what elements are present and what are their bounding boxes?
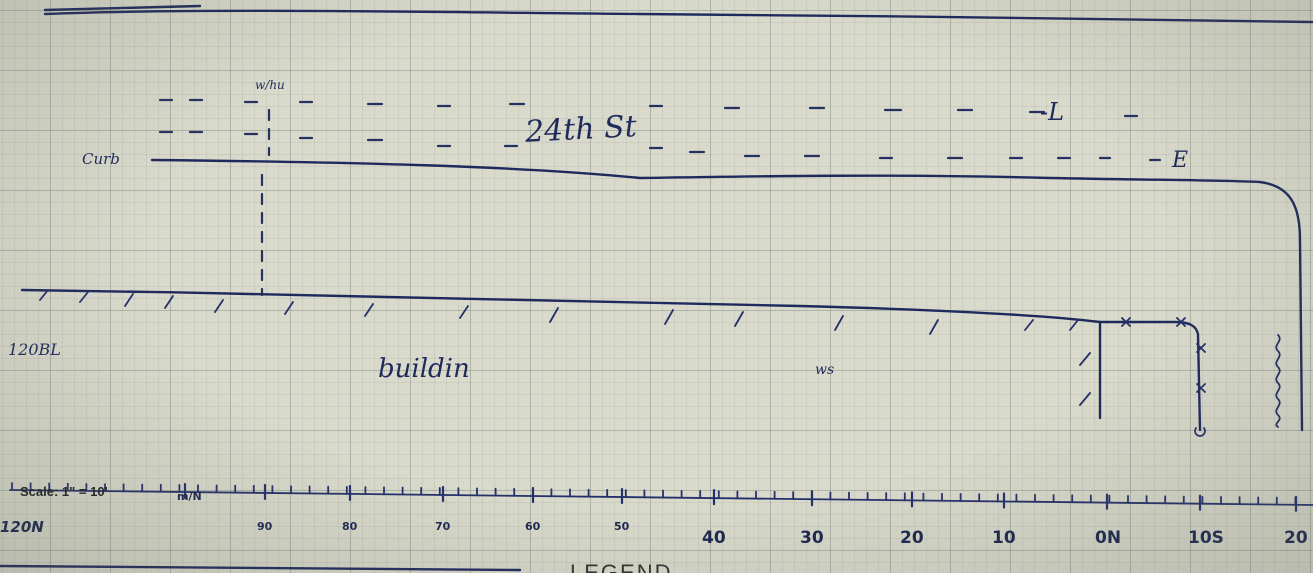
ruler-label: 20 bbox=[900, 528, 924, 548]
legend-label: LEGEND bbox=[570, 560, 673, 573]
scale-ruler bbox=[9, 482, 1313, 512]
ruler-label: 90 bbox=[257, 520, 273, 533]
ruler-label: 70 bbox=[435, 520, 451, 533]
top-border-line bbox=[43, 9, 1313, 24]
scale-label: Scale: 1" = 10' bbox=[20, 484, 108, 499]
street-label: 24th St bbox=[524, 109, 638, 150]
ruler-label: 20 bbox=[1284, 528, 1308, 548]
top-corner-stroke bbox=[43, 4, 202, 12]
ruler-label: 10 bbox=[992, 528, 1016, 548]
ruler-label: 40 bbox=[702, 528, 726, 548]
ruler-label: 60 bbox=[525, 520, 541, 533]
east-mark: E bbox=[1172, 148, 1189, 173]
offset-label: 120BL bbox=[8, 340, 61, 359]
building-label: buildin bbox=[378, 354, 470, 384]
ruler-label: 0N bbox=[1095, 528, 1122, 548]
ruler-label: 30 bbox=[800, 528, 824, 548]
ruler-baseline bbox=[9, 489, 1313, 506]
building-line bbox=[20, 288, 1202, 432]
ruler-label: 50 bbox=[614, 520, 630, 533]
end-mark bbox=[1194, 427, 1206, 437]
hedge-line bbox=[1275, 334, 1281, 428]
ruler-label: m/N bbox=[177, 490, 202, 503]
fence-x-marks bbox=[1121, 317, 1206, 393]
ruler-label: 80 bbox=[342, 520, 358, 533]
mid-note: ws bbox=[815, 362, 835, 378]
street-dashes bbox=[158, 98, 1162, 162]
ruler-start-label: 120N bbox=[0, 518, 44, 536]
building-hatch-marks bbox=[39, 289, 1091, 406]
ruler-label: 10S bbox=[1188, 528, 1224, 548]
top-note: w/hu bbox=[255, 78, 285, 92]
curb-line bbox=[150, 158, 1304, 432]
bottom-edge-line bbox=[0, 564, 522, 572]
bracket-mark: -L bbox=[1040, 98, 1065, 126]
curb-label: Curb bbox=[82, 150, 120, 168]
